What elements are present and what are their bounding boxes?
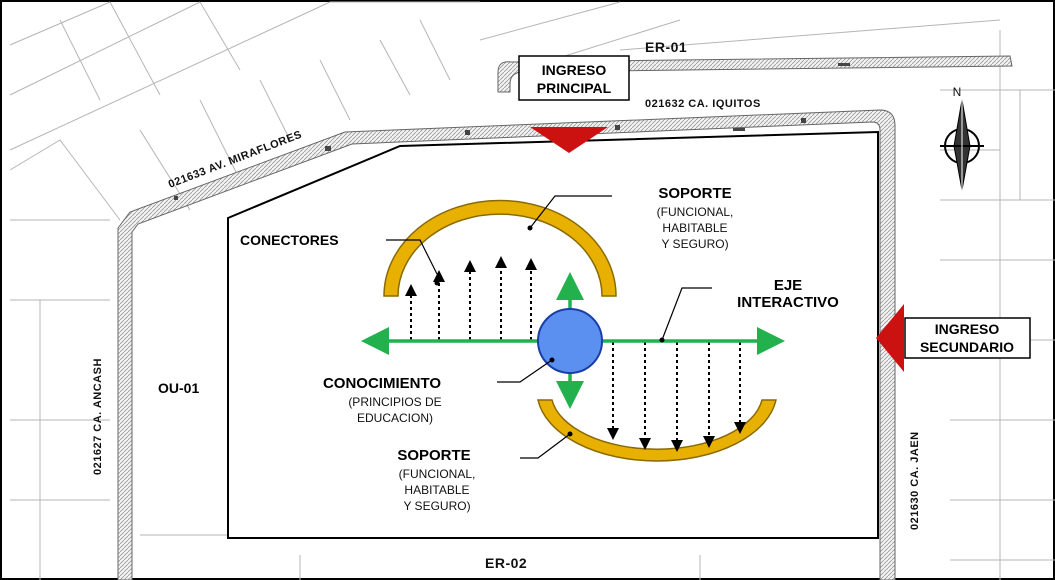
support-arc-bottom — [537, 399, 777, 462]
street-iquitos: 021632 CA. IQUITOS — [645, 98, 761, 110]
support-top-title: SOPORTE — [658, 185, 731, 202]
knowledge-line2: EDUCACION) — [357, 411, 433, 425]
street-er01: ER-01 — [645, 39, 687, 55]
north-label: N — [953, 85, 962, 99]
leader-support-bottom — [520, 433, 571, 459]
street-jaen: 021630 CA. JAEN — [909, 431, 921, 530]
main-entrance-line1: INGRESO — [542, 62, 607, 78]
support-bottom-line3: Y SEGURO) — [403, 499, 470, 513]
main-entrance-arrow — [530, 127, 608, 153]
support-bottom-line2: HABITABLE — [404, 483, 469, 497]
knowledge-circle — [537, 308, 603, 374]
support-top-line3: Y SEGURO) — [661, 237, 728, 251]
support-arc-top — [383, 199, 617, 297]
support-top-line2: HABITABLE — [662, 221, 727, 235]
leader-connectors — [386, 239, 438, 275]
knowledge-line1: (PRINCIPIOS DE — [348, 395, 441, 409]
axis-label-line2: INTERACTIVO — [737, 294, 839, 311]
street-ancash: 021627 CA. ANCASH — [92, 358, 104, 475]
sidewalk-markers — [174, 63, 850, 200]
main-entrance: INGRESO PRINCIPAL — [518, 55, 630, 153]
secondary-entrance-line1: INGRESO — [935, 321, 1000, 337]
support-bottom-line1: (FUNCIONAL, — [399, 467, 476, 481]
leader-knowledge — [497, 359, 553, 383]
zone-ou01: OU-01 — [158, 380, 199, 396]
leader-support-top — [529, 195, 612, 229]
connectors-label: CONECTORES — [240, 232, 339, 248]
interactive-axis — [361, 272, 785, 409]
knowledge-title: CONOCIMIENTO — [323, 375, 441, 392]
connectors-down — [607, 342, 746, 452]
support-bottom-title: SOPORTE — [397, 447, 470, 464]
leader-lines — [386, 195, 712, 459]
main-entrance-line2: PRINCIPAL — [537, 80, 612, 96]
leader-axis — [661, 287, 712, 341]
street-er02: ER-02 — [485, 555, 527, 571]
main-entrance-box — [518, 55, 630, 101]
secondary-entrance: INGRESO SECUNDARIO — [876, 304, 1031, 372]
secondary-entrance-line2: SECUNDARIO — [920, 339, 1014, 355]
north-compass: N — [940, 85, 984, 191]
secondary-entrance-box — [904, 317, 1031, 359]
support-top-line1: (FUNCIONAL, — [657, 205, 734, 219]
axis-label-line1: EJE — [774, 277, 802, 294]
secondary-entrance-arrow — [876, 304, 904, 372]
